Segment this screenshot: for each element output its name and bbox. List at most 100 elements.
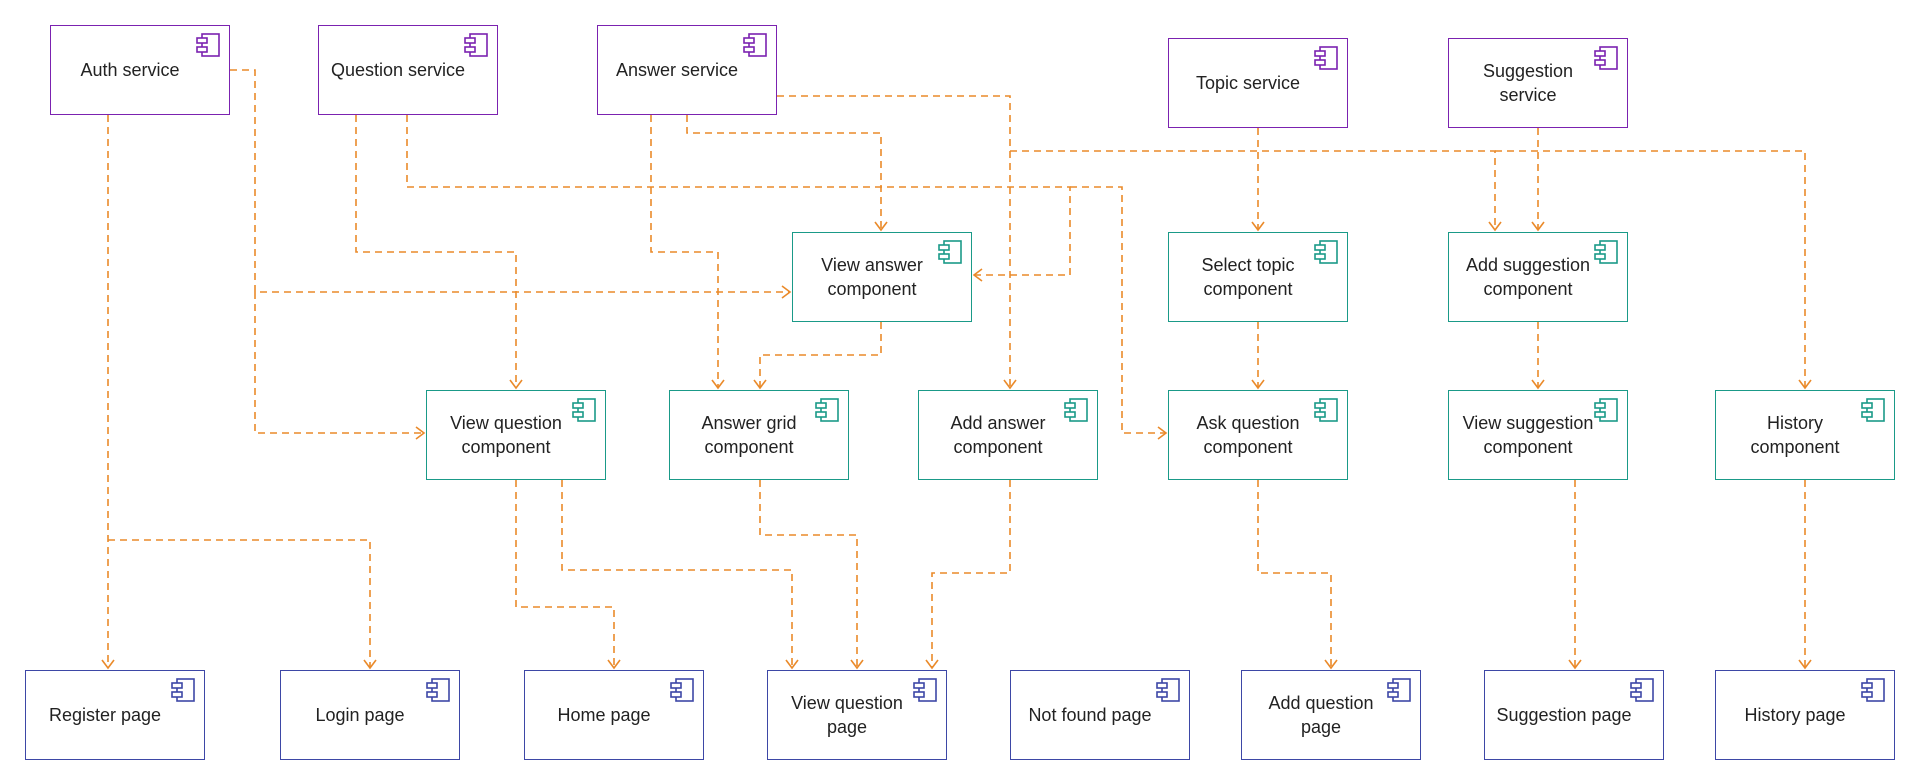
select-topic-component-node[interactable]: Select topic component: [1168, 232, 1348, 322]
component-icon: [195, 32, 221, 58]
edge-view-answer-component-to-answer-grid-component: [753, 322, 882, 390]
edge-question-service-to-ask-question-component: [1070, 186, 1168, 440]
add-answer-component-node[interactable]: Add answer component: [918, 390, 1098, 480]
component-icon: [425, 677, 451, 703]
arrowhead: [785, 659, 799, 670]
node-label: History component: [1750, 412, 1840, 457]
arrowhead: [781, 285, 792, 299]
view-answer-component-node[interactable]: View answer component: [792, 232, 972, 322]
node-label: Topic service: [1195, 72, 1301, 93]
node-label: Login page: [315, 704, 405, 725]
component-icon: [1593, 45, 1619, 71]
view-question-page-node[interactable]: View question page: [767, 670, 947, 760]
node-label: Register page: [48, 704, 162, 725]
component-icon: [463, 32, 489, 58]
component-icon: [170, 677, 196, 703]
component-icon: [1155, 677, 1181, 703]
component-icon: [1313, 397, 1339, 423]
edge-view-question-component-to-view-question-page: [561, 480, 799, 670]
edge-auth-service-to-view-question-component: [254, 292, 426, 440]
history-page-node[interactable]: History page: [1715, 670, 1895, 760]
edge-answer-service-to-add-suggestion-component: [1010, 150, 1502, 232]
node-label: Add question page: [1268, 692, 1374, 737]
component-icon: [1313, 239, 1339, 265]
arrowhead: [850, 659, 864, 670]
arrowhead: [1568, 659, 1582, 670]
question-service-node[interactable]: Question service: [318, 25, 498, 115]
edge-auth-service-to-login-page: [108, 539, 377, 670]
arrowhead: [101, 659, 115, 670]
arrowhead: [874, 221, 888, 232]
suggestion-service-node[interactable]: Suggestion service: [1448, 38, 1628, 128]
edge-add-answer-component-to-view-question-page: [925, 480, 1011, 670]
edge-view-suggestion-component-to-suggestion-page: [1568, 480, 1582, 670]
component-icon: [1593, 397, 1619, 423]
register-page-node[interactable]: Register page: [25, 670, 205, 760]
edge-history-component-to-history-page: [1798, 480, 1812, 670]
arrowhead: [363, 659, 377, 670]
topic-service-node[interactable]: Topic service: [1168, 38, 1348, 128]
history-component-node[interactable]: History component: [1715, 390, 1895, 480]
component-icon: [1860, 677, 1886, 703]
node-label: Ask question component: [1196, 412, 1300, 457]
node-label: Add suggestion component: [1465, 254, 1591, 299]
suggestion-page-node[interactable]: Suggestion page: [1484, 670, 1664, 760]
answer-service-node[interactable]: Answer service: [597, 25, 777, 115]
edge-answer-service-to-view-answer-component: [686, 115, 888, 232]
edge-ask-question-component-to-add-question-page: [1257, 480, 1338, 670]
component-icon: [1063, 397, 1089, 423]
view-question-component-node[interactable]: View question component: [426, 390, 606, 480]
node-label: Suggestion service: [1482, 60, 1574, 105]
component-icon: [1629, 677, 1655, 703]
arrowhead: [1157, 426, 1168, 440]
component-icon: [1860, 397, 1886, 423]
edge-answer-service-to-add-answer-component: [777, 95, 1017, 390]
component-icon: [937, 239, 963, 265]
edge-answer-service-to-answer-grid-component: [650, 115, 725, 390]
node-label: Suggestion page: [1496, 704, 1632, 725]
arrowhead: [607, 659, 621, 670]
edge-add-suggestion-component-to-view-suggestion-component: [1531, 322, 1545, 390]
component-icon: [571, 397, 597, 423]
home-page-node[interactable]: Home page: [524, 670, 704, 760]
answer-grid-component-node[interactable]: Answer grid component: [669, 390, 849, 480]
arrowhead: [1003, 379, 1017, 390]
edge-auth-service-to-view-answer-component: [230, 69, 792, 299]
ask-question-component-node[interactable]: Ask question component: [1168, 390, 1348, 480]
not-found-page-node[interactable]: Not found page: [1010, 670, 1190, 760]
view-suggestion-component-node[interactable]: View suggestion component: [1448, 390, 1628, 480]
arrowhead: [925, 659, 939, 670]
edge-select-topic-component-to-ask-question-component: [1251, 322, 1265, 390]
component-icon: [669, 677, 695, 703]
edge-topic-service-to-select-topic-component: [1251, 128, 1265, 232]
arrowhead: [1798, 379, 1812, 390]
edge-view-question-component-to-home-page: [515, 480, 621, 670]
node-label: View suggestion component: [1462, 412, 1594, 457]
component-icon: [814, 397, 840, 423]
add-question-page-node[interactable]: Add question page: [1241, 670, 1421, 760]
arrowhead: [1251, 379, 1265, 390]
node-label: Question service: [330, 59, 466, 80]
node-label: Answer service: [615, 59, 739, 80]
node-label: Add answer component: [950, 412, 1046, 457]
node-label: View answer component: [821, 254, 923, 299]
component-icon: [742, 32, 768, 58]
login-page-node[interactable]: Login page: [280, 670, 460, 760]
arrowhead: [972, 268, 983, 282]
add-suggestion-component-node[interactable]: Add suggestion component: [1448, 232, 1628, 322]
edge-question-service-to-view-question-component: [355, 115, 523, 390]
node-label: Answer grid component: [701, 412, 797, 457]
component-icon: [1313, 45, 1339, 71]
arrowhead: [1324, 659, 1338, 670]
arrowhead: [711, 379, 725, 390]
arrowhead: [1798, 659, 1812, 670]
component-icon: [1386, 677, 1412, 703]
node-label: Select topic component: [1201, 254, 1295, 299]
edge-suggestion-service-to-add-suggestion-component: [1531, 128, 1545, 232]
edge-answer-grid-component-to-view-question-page: [759, 480, 864, 670]
arrowhead: [1531, 379, 1545, 390]
edge-auth-service-to-register-page: [101, 115, 115, 670]
auth-service-node[interactable]: Auth service: [50, 25, 230, 115]
